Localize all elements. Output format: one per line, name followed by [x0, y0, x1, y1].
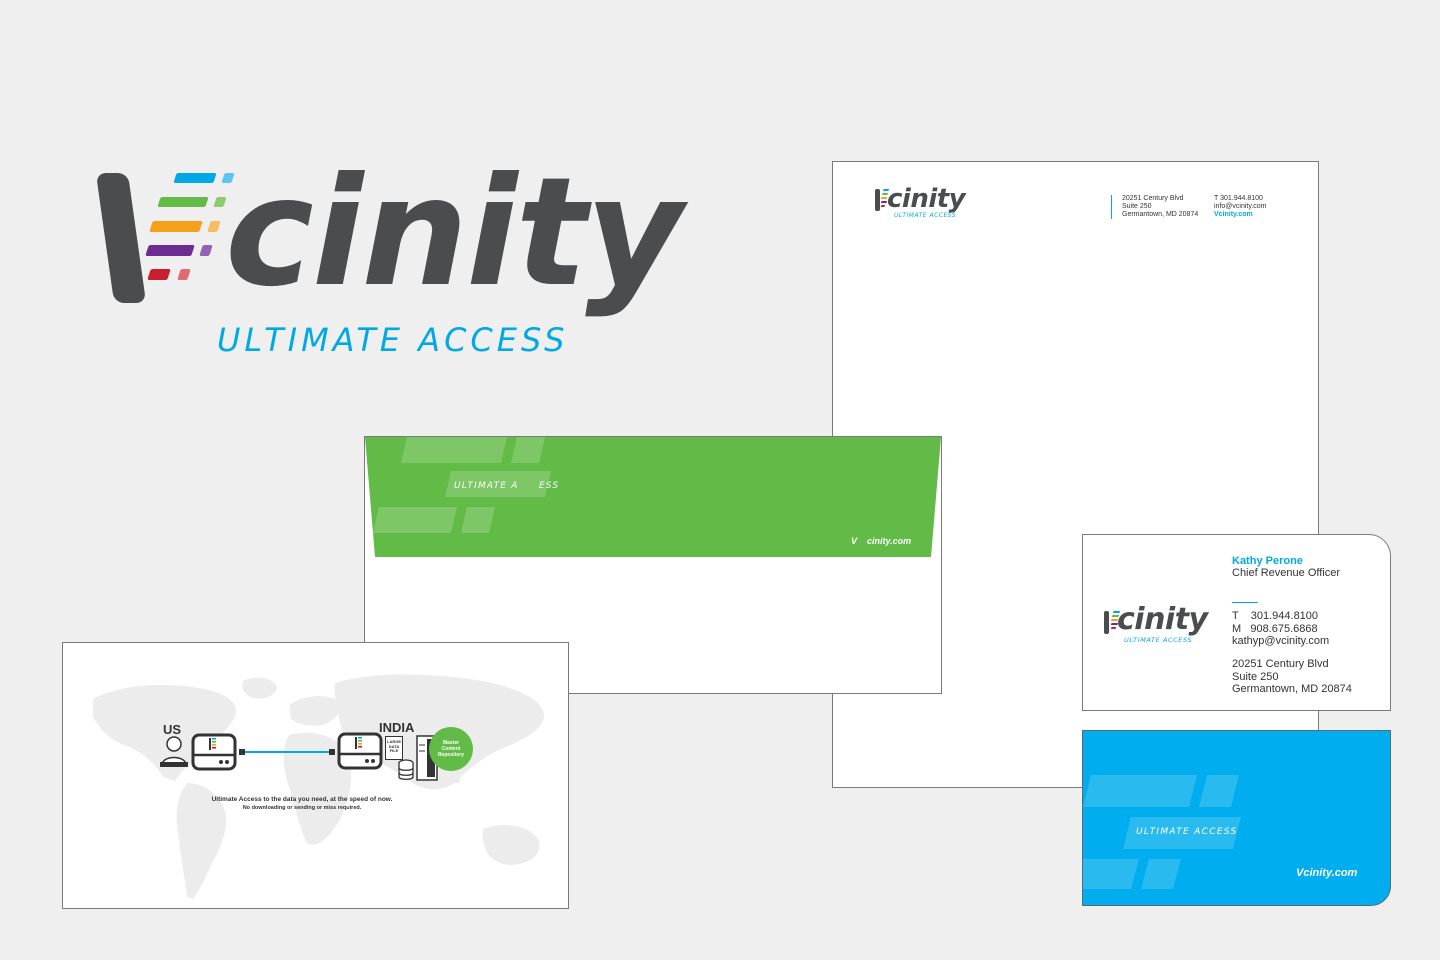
letterhead-address-line2: Suite 250 [1122, 203, 1152, 210]
logo-tagline: ULTIMATE ACCESS [217, 321, 569, 359]
envelope-tagline: ULTIMATE A ESS [454, 481, 560, 491]
letterhead-web: Vcinity.com [1214, 211, 1253, 218]
card-wordmark: cinity [1117, 602, 1208, 637]
vcinity-device-us-icon [191, 733, 237, 771]
letterhead-address-line1: 20251 Century Blvd [1122, 195, 1184, 202]
card-accent-line [1232, 602, 1258, 603]
large-data-file-icon: LARGE DATA FILE [385, 736, 403, 760]
letterhead-contact: T 301.944.8100 info@vcinity.com Vcinity.… [1214, 195, 1267, 219]
card-email: kathyp@vcinity.com [1232, 635, 1330, 647]
label-india: INDIA [379, 720, 415, 735]
card-phone-t: T 301.944.8100 [1232, 610, 1319, 622]
presentation-slide: US INDIA LARGE DATA FILE [62, 642, 569, 909]
logo-bar-purple [145, 245, 195, 256]
logo-bar-red [147, 269, 171, 280]
letterhead-wordmark: cinity [887, 184, 966, 214]
card-back-web: Vcinity.com [1296, 867, 1358, 879]
card-logo: cinity ULTIMATE ACCESS [1103, 603, 1223, 647]
letterhead-address: 20251 Century Blvd Suite 250 Germantown,… [1122, 195, 1198, 219]
large-data-file-label: LARGE DATA FILE [387, 739, 401, 753]
envelope-web: V cinity.com [851, 536, 912, 546]
logo-bar-orange [149, 221, 203, 232]
card-logo-bar-red [1110, 627, 1117, 629]
card-name: Kathy Perone [1232, 555, 1303, 567]
card-tagline: ULTIMATE ACCESS [1124, 636, 1193, 644]
card-logo-stem [1104, 611, 1109, 634]
card-address-line2: Suite 250 [1232, 670, 1279, 683]
master-content-repository-badge: Master Content Repository [429, 727, 473, 771]
slide-subcaption: No downloading or sending or miss requir… [242, 805, 362, 811]
envelope-flap [365, 437, 941, 557]
connection-line [239, 749, 335, 755]
logo-wordmark: cinity [225, 146, 683, 320]
card-title: Chief Revenue Officer [1232, 567, 1341, 579]
letterhead-phone: T 301.944.8100 [1214, 195, 1263, 202]
letterhead-email: info@vcinity.com [1214, 203, 1267, 210]
letterhead-logo-bar-red [880, 205, 886, 207]
card-phone-m: M 908.675.6868 [1232, 622, 1318, 635]
logo-bar-purple-light [199, 245, 213, 256]
logo-bar-orange-light [207, 221, 221, 232]
letterhead-logo: cinity ULTIMATE ACCESS [873, 184, 983, 226]
card-address-line1: 20251 Century Blvd [1232, 658, 1329, 670]
card-address-line3: Germantown, MD 20874 [1232, 683, 1352, 695]
label-us: US [163, 722, 182, 737]
logo-v-stem [95, 173, 147, 303]
letterhead-address-line3: Germantown, MD 20874 [1122, 211, 1199, 218]
business-card-front: cinity ULTIMATE ACCESS Kathy Perone Chie… [1082, 534, 1391, 711]
letterhead-tagline: ULTIMATE ACCESS [894, 212, 957, 219]
master-content-repository-label: Master Content Repository [437, 740, 465, 758]
main-logo: cinity ULTIMATE ACCESS [95, 148, 735, 370]
letterhead-logo-stem [875, 189, 880, 211]
world-map [93, 674, 544, 899]
card-address: 20251 Century Blvd Suite 250 Germantown,… [1232, 658, 1352, 696]
card-contact: T 301.944.8100 M 908.675.6868 kathyp@vci… [1232, 610, 1329, 648]
vcinity-device-india-icon [337, 732, 383, 770]
logo-bar-red-light [177, 269, 191, 280]
card-back-tagline: ULTIMATE ACCESS [1136, 827, 1238, 837]
slide-caption: Ultimate Access to the data you need, at… [211, 796, 393, 803]
database-icon [398, 759, 414, 780]
letterhead-divider [1111, 195, 1112, 219]
business-card-back: ULTIMATE ACCESS Vcinity.com [1082, 730, 1391, 906]
user-icon [160, 736, 188, 767]
card-back-shapes [1083, 775, 1241, 889]
logo-bar-green [157, 197, 209, 207]
logo-bar-blue [173, 173, 217, 183]
